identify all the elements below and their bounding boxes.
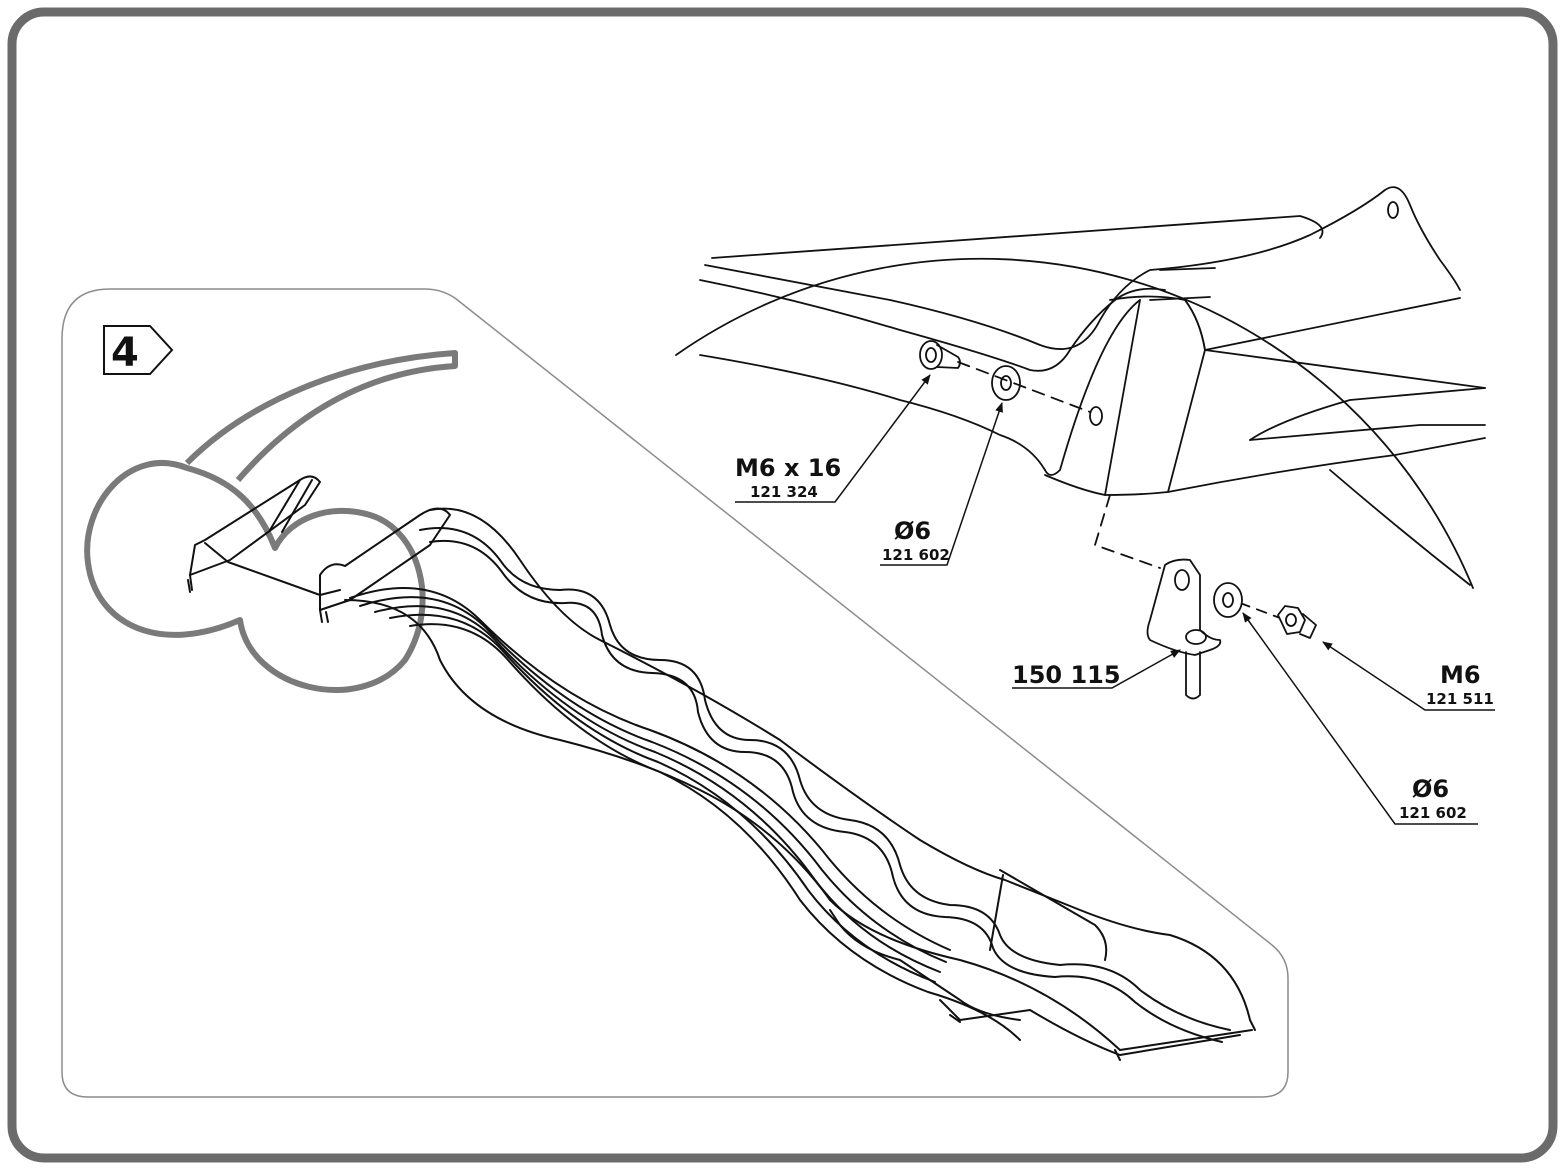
step-number: 4 <box>111 330 139 376</box>
callout-nut-sub: 121 511 <box>1426 690 1494 708</box>
callout-washer-upper-sub: 121 602 <box>882 546 950 564</box>
nut-part <box>1277 605 1317 639</box>
callout-bracket-main: 150 115 <box>1012 661 1121 689</box>
bracket-part <box>1146 558 1222 700</box>
callout-labels: M6 x 16 121 324 Ø6 121 602 150 115 M6 12… <box>735 454 1494 822</box>
detail-magnified-view <box>675 186 1486 700</box>
callout-nut-main: M6 <box>1440 661 1481 689</box>
callout-washer-lower-main: Ø6 <box>1412 775 1449 803</box>
leader-bolt <box>735 374 931 503</box>
leader-nut <box>1322 641 1495 711</box>
page-frame <box>7 7 1558 1163</box>
slide-overview-drawing <box>187 475 1256 1061</box>
callout-bolt-main: M6 x 16 <box>735 454 841 482</box>
step-badge: 4 <box>103 325 174 376</box>
leader-washer-lower <box>1242 612 1478 825</box>
detail-circle-outline <box>675 257 1474 589</box>
zoom-cloud <box>84 460 426 693</box>
callout-washer-lower-sub: 121 602 <box>1399 804 1467 822</box>
leader-washer-upper <box>880 402 1003 566</box>
bolt-head <box>919 340 943 370</box>
lower-washer <box>1213 582 1243 618</box>
leader-lines <box>735 374 1495 825</box>
zoom-highlight-callout <box>84 350 458 693</box>
callout-washer-upper-main: Ø6 <box>894 517 931 545</box>
zoom-arrow <box>184 350 458 482</box>
overview-panel-frame <box>61 288 1289 1098</box>
leader-bracket <box>1012 649 1181 689</box>
upper-washer <box>991 365 1021 401</box>
callout-bolt-sub: 121 324 <box>750 483 818 501</box>
